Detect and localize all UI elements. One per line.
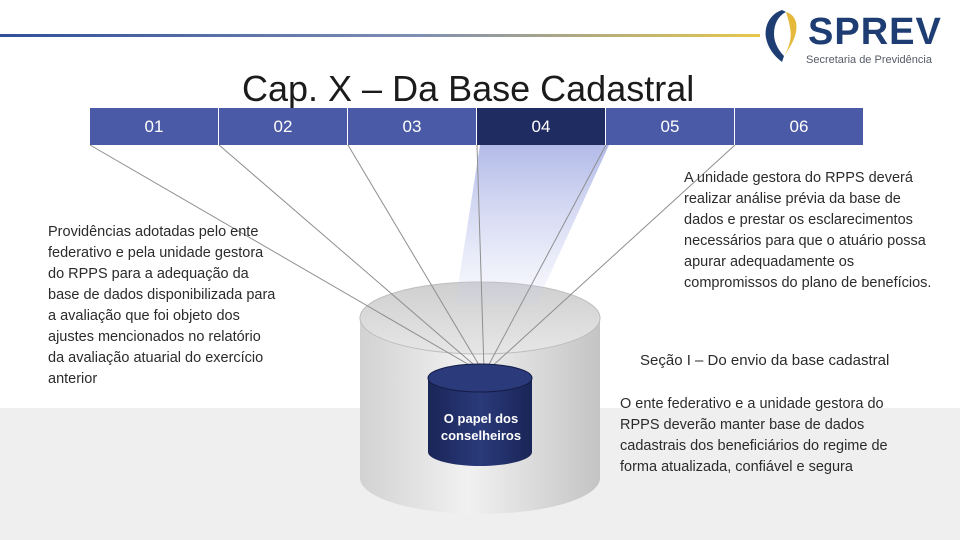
tab-01[interactable]: 01 [90,108,219,145]
section-heading: Seção I – Do envio da base cadastral [640,352,890,369]
bottom-description: O ente federativo e a unidade gestora do… [620,396,888,475]
tab-02[interactable]: 02 [219,108,348,145]
tab-03[interactable]: 03 [348,108,477,145]
connector-lines [89,144,736,371]
focus-beam [455,145,609,305]
logo-wordmark: SPREV [808,11,942,53]
left-description: Providências adotadas pelo ente federati… [48,224,276,387]
right-description: A unidade gestora do RPPS deverá realiza… [684,170,932,291]
header-rule [0,34,760,37]
logo-subtitle: Secretaria de Previdência [806,54,932,66]
sprev-logo: SPREV Secretaria de Previdência [760,6,950,66]
tab-04[interactable]: 04 [477,108,606,145]
sprev-shield-icon [765,10,797,62]
chapter-tabs: 01 02 03 04 05 06 [90,108,870,145]
tab-06[interactable]: 06 [735,108,864,145]
core-cylinder [427,363,533,466]
page-title: Cap. X – Da Base Cadastral [242,68,695,109]
tab-05[interactable]: 05 [606,108,735,145]
cylinder-label: O papel dos conselheiros [440,411,522,443]
